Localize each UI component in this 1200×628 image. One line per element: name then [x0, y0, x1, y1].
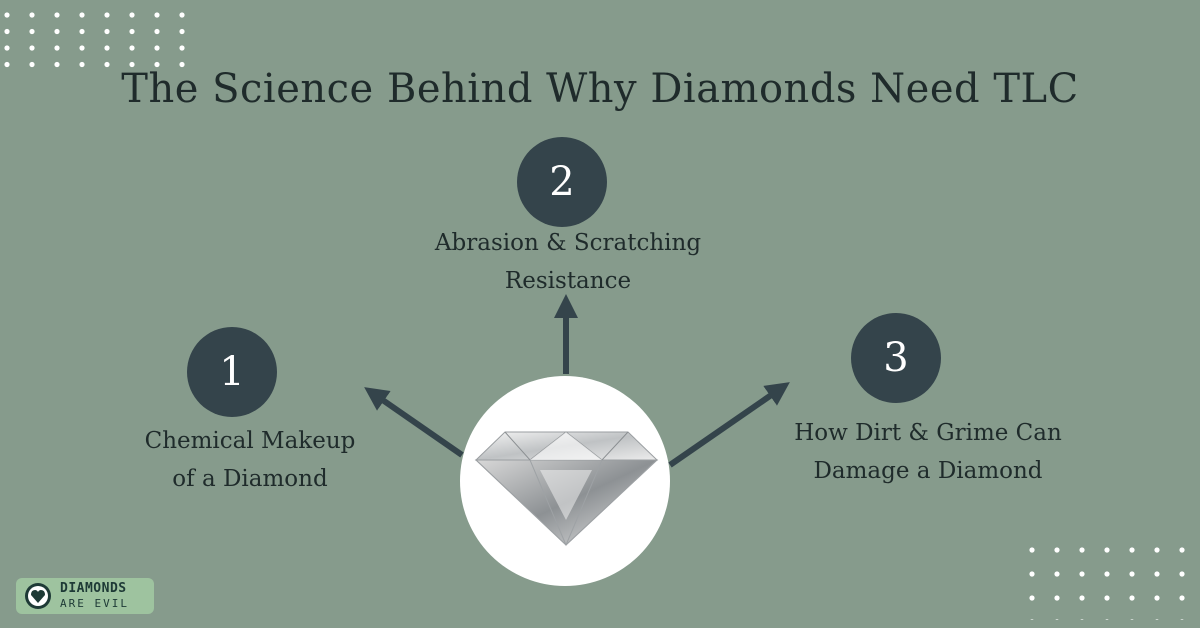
decorative-dot [54, 12, 60, 18]
decorative-dot [1105, 619, 1109, 620]
dot-grid-bottom-right [1029, 547, 1185, 620]
decorative-dot [1155, 619, 1159, 620]
arrow-to-item-3 [668, 382, 790, 468]
badge-1: 1 [187, 327, 277, 417]
decorative-dot [1054, 547, 1060, 553]
decorative-dot [1104, 595, 1110, 601]
item-1-line-2: of a Diamond [172, 466, 328, 492]
page-title: The Science Behind Why Diamonds Need TLC [121, 66, 1079, 112]
item-2-label: Abrasion & Scratching Resistance [400, 224, 736, 300]
decorative-dot [104, 45, 110, 51]
decorative-dot [1079, 547, 1085, 553]
decorative-dot [1179, 571, 1185, 577]
decorative-dot [1104, 571, 1110, 577]
decorative-dot [154, 28, 160, 35]
brand-logo: DIAMONDS ARE EVIL [16, 578, 154, 614]
decorative-dot [179, 28, 185, 35]
logo-line-1: DIAMONDS [60, 581, 127, 596]
decorative-dot [29, 12, 35, 18]
badge-2: 2 [517, 137, 607, 227]
decorative-dot [54, 45, 60, 51]
decorative-dot [1129, 595, 1135, 601]
decorative-dot [129, 45, 135, 51]
decorative-dot [179, 61, 185, 68]
decorative-dot [1130, 619, 1134, 620]
decorative-dot [29, 45, 35, 51]
decorative-dot [104, 61, 110, 68]
decorative-dot [129, 12, 135, 18]
decorative-dot [54, 61, 60, 68]
decorative-dot [1054, 595, 1060, 601]
decorative-dot [1129, 547, 1135, 553]
decorative-dot [104, 12, 110, 18]
decorative-dot [1104, 547, 1110, 553]
decorative-dot [1055, 619, 1059, 620]
logo-line-2: ARE EVIL [60, 597, 129, 610]
decorative-dot [79, 45, 85, 51]
item-1-label: Chemical Makeup of a Diamond [100, 422, 400, 498]
decorative-dot [4, 45, 10, 51]
decorative-dot [1030, 619, 1034, 620]
decorative-dot [4, 61, 10, 68]
decorative-dot [79, 61, 85, 68]
item-2-line-1: Abrasion & Scratching [434, 230, 702, 256]
decorative-dot [1179, 595, 1185, 601]
decorative-dot [1029, 547, 1035, 553]
decorative-dot [1179, 547, 1185, 553]
decorative-dot [154, 12, 160, 18]
item-3-line-2: Damage a Diamond [813, 458, 1043, 484]
decorative-dot [179, 45, 185, 51]
badge-3: 3 [851, 313, 941, 403]
decorative-dot [104, 28, 110, 35]
decorative-dot [129, 61, 135, 68]
decorative-dot [79, 28, 85, 35]
item-2-line-2: Resistance [504, 268, 632, 294]
decorative-dot [129, 28, 135, 35]
decorative-dot [4, 12, 10, 18]
item-3-label: How Dirt & Grime Can Damage a Diamond [766, 414, 1090, 490]
decorative-dot [1029, 571, 1035, 577]
decorative-dot [29, 28, 35, 35]
decorative-dot [4, 28, 10, 35]
decorative-dot [154, 45, 160, 51]
item-1-line-1: Chemical Makeup [144, 428, 356, 454]
item-3-line-1: How Dirt & Grime Can [794, 420, 1062, 446]
decorative-dot [1079, 595, 1085, 601]
decorative-dot [1079, 571, 1085, 577]
heart-diamond-icon [25, 583, 51, 609]
decorative-dot [29, 61, 35, 68]
decorative-dot [1029, 595, 1035, 601]
decorative-dot [79, 12, 85, 18]
decorative-dot [1080, 619, 1084, 620]
decorative-dot [54, 28, 60, 35]
decorative-dot [154, 61, 160, 68]
decorative-dot [1154, 571, 1160, 577]
dot-grid-top-left [4, 12, 185, 68]
decorative-dot [1154, 547, 1160, 553]
decorative-dot [1180, 619, 1184, 620]
decorative-dot [1154, 595, 1160, 601]
decorative-dot [1129, 571, 1135, 577]
decorative-dot [179, 12, 185, 18]
decorative-dot [1054, 571, 1060, 577]
diamond-icon [474, 431, 659, 547]
arrow-to-item-1 [364, 387, 464, 458]
